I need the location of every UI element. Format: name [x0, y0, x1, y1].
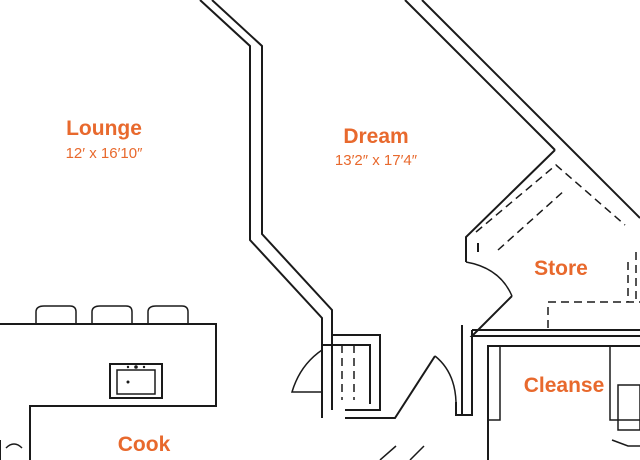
store-walls: [465, 164, 640, 337]
hall-doors: [345, 325, 473, 460]
lounge-dream-wall: [199, 0, 333, 418]
room-name-cook: Cook: [117, 433, 171, 456]
room-name-store: Store: [534, 257, 588, 280]
sink-icon: [109, 363, 163, 399]
door-swing-icon: [290, 349, 323, 393]
room-dims-lounge: 12′ x 16′10″: [65, 145, 143, 162]
sink-icon: [617, 384, 640, 431]
bar-stool-icon: [35, 305, 77, 324]
dream-diagonal-wall: [404, 0, 640, 262]
kitchen-island: [0, 305, 217, 460]
room-dims-dream: 13′2″ x 17′4″: [334, 152, 418, 169]
cleanse-walls: [487, 345, 640, 460]
room-name-lounge: Lounge: [66, 117, 142, 140]
door-swing-icon: [465, 261, 513, 297]
bar-stool-icon: [91, 305, 133, 324]
closet-shelf-icon: [475, 164, 626, 233]
door-swing-icon: [434, 355, 457, 403]
dream-closet: [290, 334, 381, 411]
room-name-cleanse: Cleanse: [523, 374, 605, 397]
room-name-dream: Dream: [343, 125, 409, 148]
bar-stool-icon: [147, 305, 189, 324]
